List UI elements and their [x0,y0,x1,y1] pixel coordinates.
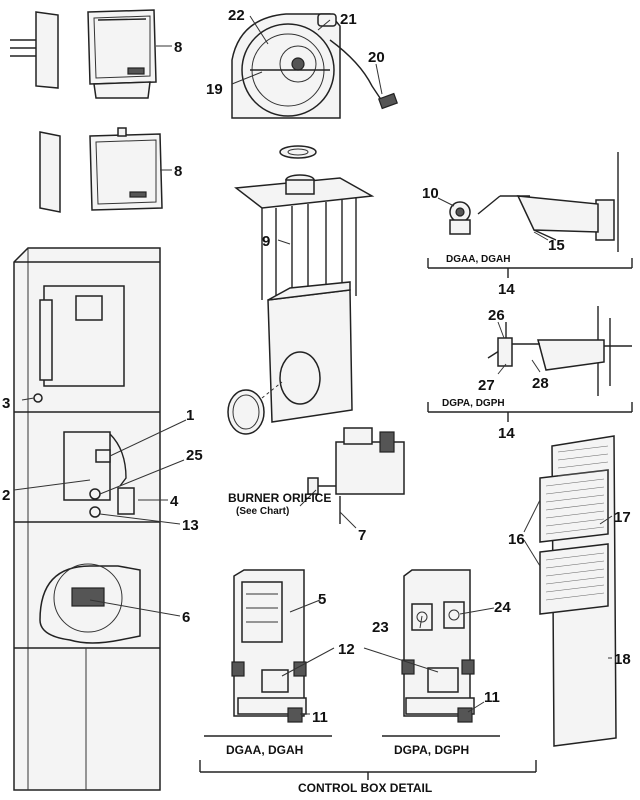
callout-8-lower: 8 [174,163,182,180]
control-box-dgpa [382,569,500,737]
blower-assembly [231,13,398,119]
callout-11-left: 11 [312,709,328,726]
callout-14-lower: 14 [498,425,515,442]
callout-6: 6 [182,609,190,626]
callout-7: 7 [358,527,366,544]
callout-5: 5 [318,591,326,608]
caption-dgpa-dgph-top: DGPA, DGPH [442,398,505,409]
caption-see-chart: (See Chart) [236,506,289,517]
callout-3: 3 [2,395,10,412]
control-box-dgaa [204,569,332,737]
callout-27: 27 [478,377,495,394]
filter-mesh [545,445,609,601]
filter-panel [539,435,617,747]
callout-24: 24 [494,599,511,616]
callout-12: 12 [338,641,355,658]
callout-13: 13 [182,517,199,534]
callout-28: 28 [532,375,549,392]
heat-exchanger [227,145,375,435]
callout-19: 19 [206,81,223,98]
caption-control-box-detail: CONTROL BOX DETAIL [298,781,432,795]
callout-4: 4 [170,493,179,510]
gas-valve [307,427,405,524]
furnace-cabinet [13,247,161,791]
callout-26: 26 [488,307,505,324]
callout-14-upper: 14 [498,281,515,298]
caption-burner-orifice: BURNER ORIFICE [228,491,331,505]
manifold-dgpa [487,306,632,396]
callout-11-right: 11 [484,689,500,706]
callout-18: 18 [614,651,631,668]
callout-1: 1 [186,407,194,424]
callout-17: 17 [614,509,631,526]
caption-dgpa-dgph-bottom: DGPA, DGPH [394,743,469,757]
callout-9: 9 [262,233,270,250]
leader-lines [13,15,613,715]
caption-dgaa-dgah-bottom: DGAA, DGAH [226,743,303,757]
callout-8-upper: 8 [174,39,182,56]
callout-10: 10 [422,185,439,202]
callout-20: 20 [368,49,385,66]
callout-16: 16 [508,531,525,548]
manifold-dgaa [449,152,619,252]
upper-door-assembly [10,9,157,99]
callout-21: 21 [340,11,357,28]
callout-23: 23 [372,619,389,636]
lower-door-assembly [39,127,163,213]
callout-15: 15 [548,237,565,254]
caption-dgaa-dgah-top: DGAA, DGAH [446,254,510,265]
callout-2: 2 [2,487,10,504]
callout-22: 22 [228,7,245,24]
callout-25: 25 [186,447,203,464]
